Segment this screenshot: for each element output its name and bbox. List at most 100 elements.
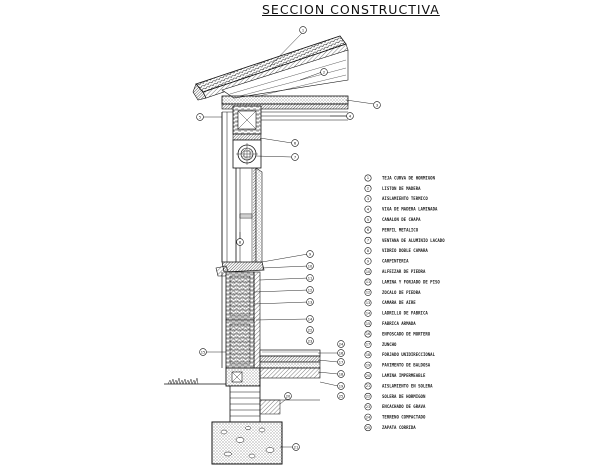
legend-label: AISLAMIENTO TERMICO xyxy=(382,196,428,201)
callout-circle xyxy=(306,274,314,282)
legend-number-circle xyxy=(364,361,372,369)
callout-number: 17 xyxy=(339,360,344,364)
legend-label: VIGA DE MADERA LAMINADA xyxy=(382,207,438,212)
legend-label: LISTON DE MADERA xyxy=(382,186,421,191)
legend-label: CAMARA DE AIRE xyxy=(382,300,416,305)
callout-number: 18 xyxy=(339,372,344,376)
callout-circle xyxy=(306,262,314,270)
legend-number: 20 xyxy=(366,374,370,378)
legend-number: 6 xyxy=(367,228,369,232)
legend-number-circle xyxy=(364,340,372,348)
callout-number: 25 xyxy=(339,394,344,398)
callout-circle xyxy=(337,349,345,357)
window-frame-detail xyxy=(232,139,262,169)
legend-number-circle xyxy=(364,216,372,224)
legend-label: CANALON DE CHAPA xyxy=(382,217,421,222)
legend-number-circle xyxy=(364,372,372,380)
callout-circle xyxy=(306,337,314,345)
legend-label: CARPINTERIA xyxy=(382,259,409,264)
callout-circle xyxy=(236,238,244,246)
callout-bubble: 5 xyxy=(196,113,204,121)
callout-circle xyxy=(373,101,381,109)
callout-bubble: 17 xyxy=(337,358,345,366)
callout-number: 6 xyxy=(294,141,297,145)
callout-bubble: 13 xyxy=(306,298,314,306)
legend-number-circle xyxy=(364,278,372,286)
legend-label: PAVIMENTO DE BALDOSA xyxy=(382,363,431,368)
plinth-beam xyxy=(225,367,321,387)
foundation-footing xyxy=(211,421,283,465)
callout-bubble: 22 xyxy=(306,326,314,334)
callout-bubble: 4 xyxy=(346,112,354,120)
callout-bubble: 16 xyxy=(337,349,345,357)
callout-circle xyxy=(284,392,292,400)
callout-number: 1 xyxy=(302,28,304,32)
callout-bubble: 18 xyxy=(337,370,345,378)
callout-bubble: 8 xyxy=(236,238,244,246)
callout-circle xyxy=(337,370,345,378)
legend-item: 18 FORJADO UNIDIRECCIONAL xyxy=(364,351,436,359)
callout-circle xyxy=(306,250,314,258)
legend-number: 12 xyxy=(366,291,370,295)
legend-number-circle xyxy=(364,174,372,182)
callout-circle xyxy=(337,392,345,400)
floor-slab xyxy=(259,349,321,369)
legend-number-circle xyxy=(364,413,372,421)
callout-circle xyxy=(306,286,314,294)
legend-number-circle xyxy=(364,184,372,192)
callout-number: 23 xyxy=(308,339,313,343)
callout-bubble: 6 xyxy=(291,139,299,147)
legend-number-circle xyxy=(364,299,372,307)
legend-item: 20 LAMINA IMPERMEABLE xyxy=(364,372,426,380)
callout-number: 9 xyxy=(309,252,312,256)
legend-number-circle xyxy=(364,195,372,203)
callout-bubble: 15 xyxy=(199,348,207,356)
callout-bubble: 10 xyxy=(306,262,314,270)
callout-number: 16 xyxy=(339,351,344,355)
legend-label: FORJADO UNIDIRECCIONAL xyxy=(382,352,436,357)
callout-circle xyxy=(306,298,314,306)
callout-bubble: 19 xyxy=(337,382,345,390)
legend-number: 16 xyxy=(366,332,370,336)
legend-label: LAMINA IMPERMEABLE xyxy=(382,373,426,378)
callout-bubble: 11 xyxy=(306,274,314,282)
callout-bubble: 24 xyxy=(337,340,345,348)
callout-number: 5 xyxy=(199,115,201,119)
legend-label: ALFEIZAR DE PIEDRA xyxy=(382,269,426,274)
callout-number: 20 xyxy=(286,394,291,398)
legend-number-circle xyxy=(364,288,372,296)
legend-number: 19 xyxy=(366,363,370,367)
legend-number: 21 xyxy=(366,384,370,388)
legend-number: 23 xyxy=(366,405,370,409)
foundation-wall xyxy=(229,385,281,423)
callout-number: 11 xyxy=(308,276,313,280)
legend-number-circle xyxy=(364,392,372,400)
callout-bubble: 20 xyxy=(284,392,292,400)
legend-label: LADRILLO DE FABRICA xyxy=(382,311,428,316)
callout-number: 3 xyxy=(376,103,378,107)
callout-circle xyxy=(306,315,314,323)
callout-circle xyxy=(291,153,299,161)
callout-number: 21 xyxy=(294,445,299,449)
legend-number-circle xyxy=(364,247,372,255)
legend-number: 18 xyxy=(366,353,370,357)
legend-label: TEJA CURVA DE HORMIGON xyxy=(382,175,436,180)
callout-circle xyxy=(320,68,328,76)
callout-bubble: 1 xyxy=(299,26,307,34)
lintel-beam xyxy=(232,105,262,141)
legend-label: FABRICA ARMADA xyxy=(382,321,416,326)
